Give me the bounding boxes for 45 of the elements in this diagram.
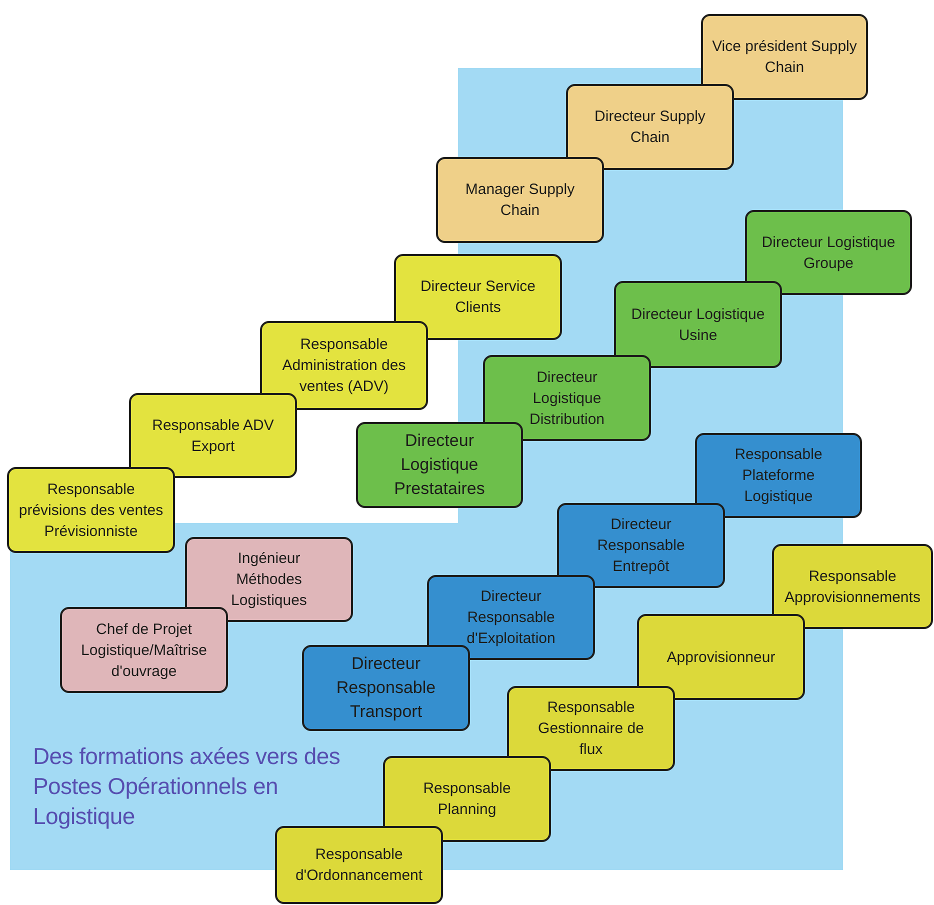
job-title-box xyxy=(427,575,595,660)
job-title: Responsable d'Ordonnancement xyxy=(294,845,424,886)
job-title-box xyxy=(260,321,428,410)
job-title: Directeur Supply Chain xyxy=(594,107,706,148)
job-title-box xyxy=(383,756,551,842)
job-title: Directeur Service Clients xyxy=(419,277,537,318)
job-title: Responsable Gestionnaire de flux xyxy=(537,698,645,760)
job-title: Directeur Logistique Groupe xyxy=(760,232,896,274)
job-title: Manager Supply Chain xyxy=(464,180,576,221)
job-title-box xyxy=(695,433,862,518)
job-title: Directeur Responsable Transport xyxy=(335,653,437,723)
job-title-box xyxy=(302,645,470,731)
job-title-box xyxy=(7,467,175,553)
job-title-box xyxy=(614,281,782,368)
job-title-box xyxy=(60,607,228,693)
job-title-box xyxy=(772,544,933,629)
job-title-box xyxy=(129,393,297,478)
job-title: Responsable Administration des ventes (ADV) xyxy=(281,335,407,397)
job-title: Directeur Logistique Distribution xyxy=(528,368,606,430)
job-title-box xyxy=(637,614,805,700)
job-title-box xyxy=(394,254,562,340)
job-title-box xyxy=(275,826,443,904)
job-title-box xyxy=(185,537,353,622)
job-title: Responsable ADV Export xyxy=(151,416,275,456)
job-title: Chef de Projet Logistique/Maîtrise d'ouvrage xyxy=(80,620,208,682)
job-title-box xyxy=(566,84,734,170)
job-title-box xyxy=(745,210,912,295)
diagram-heading: Des formations axées vers des Postes Opérationnels en Logistique xyxy=(33,742,342,831)
job-title-box xyxy=(701,14,868,100)
job-title: Responsable Planning xyxy=(422,779,512,820)
job-title: Directeur Responsable d'Exploitation xyxy=(466,587,556,649)
job-title-box xyxy=(483,355,651,441)
job-title: Responsable Approvisionnements xyxy=(784,566,922,608)
job-title: Approvisionneur xyxy=(666,648,776,668)
job-title: Ingénieur Méthodes Logistiques xyxy=(230,549,308,611)
job-title: Directeur Responsable Entrepôt xyxy=(596,515,686,577)
job-title: Directeur Logistique Prestataires xyxy=(393,430,486,500)
job-title-box xyxy=(356,422,523,508)
job-title: Responsable prévisions des ventes Prévisionniste xyxy=(18,480,164,542)
job-title: Directeur Logistique Usine xyxy=(630,304,766,346)
job-title: Vice président Supply Chain xyxy=(711,37,858,78)
job-title-box xyxy=(557,503,725,588)
job-title-box xyxy=(436,157,604,243)
job-title-box xyxy=(507,686,675,771)
job-title: Responsable Plateforme Logistique xyxy=(734,445,824,507)
